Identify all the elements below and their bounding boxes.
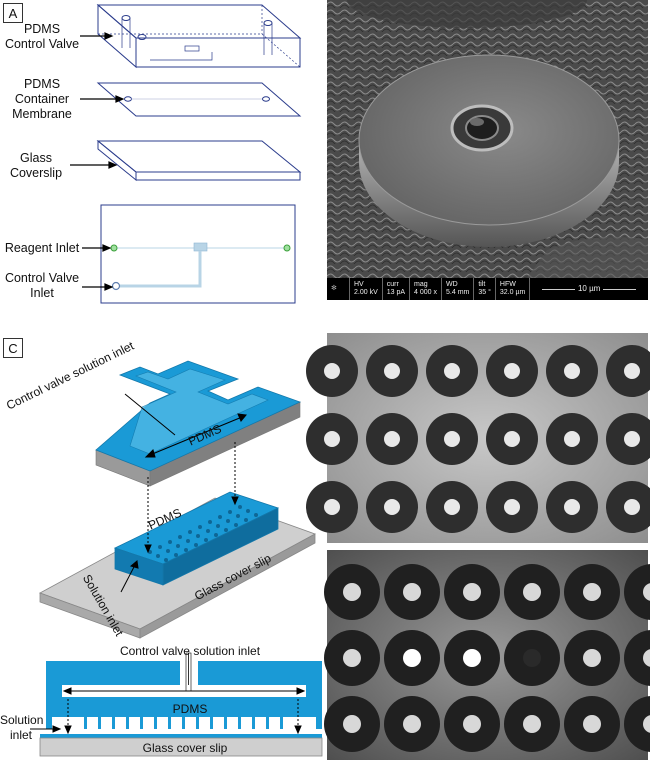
- ring-array-top: [306, 345, 650, 533]
- ring-well-core: [463, 583, 481, 601]
- label-cross-glass-cover-slip: Glass cover slip: [142, 741, 228, 755]
- coverslip-front: [135, 171, 301, 181]
- ring-well: [624, 564, 650, 620]
- sem-disc-sidewall: [359, 140, 619, 247]
- label-cross-control-valve-inlet: Control valve solution inlet: [119, 644, 261, 658]
- ring-well-core: [444, 499, 460, 515]
- ring-well-core: [463, 715, 481, 733]
- sem-scale-bar: 10 µm: [530, 278, 648, 300]
- sem-micrograph: [327, 0, 648, 278]
- label-pdms-control-valve: PDMS Control Valve: [4, 22, 80, 51]
- panel-c-cross-section: [30, 652, 323, 757]
- ring-well-core: [583, 649, 601, 667]
- ring-well-core: [384, 363, 400, 379]
- ring-well-core: [564, 363, 580, 379]
- chip-layout-box: [100, 204, 296, 304]
- ring-well-core: [384, 499, 400, 515]
- control-valve-side-face: [97, 3, 137, 69]
- panel-a-tag: A: [3, 3, 23, 23]
- pdms-t-layer: [95, 360, 302, 487]
- ring-well-core: [523, 715, 541, 733]
- microscopy-image-bottom: [324, 550, 650, 760]
- ring-well-core: [444, 363, 460, 379]
- coverslip-side: [97, 139, 137, 182]
- ring-well: [624, 630, 650, 686]
- ring-well-core: [403, 649, 421, 667]
- coverslip-top: [96, 140, 302, 173]
- ring-well-core: [624, 431, 640, 447]
- ring-well-core: [343, 715, 361, 733]
- ring-well-core: [504, 499, 520, 515]
- control-valve-top-face: [96, 4, 302, 39]
- ring-well-core: [463, 649, 481, 667]
- chip-layout-channels: [110, 242, 291, 291]
- ring-well-core: [324, 431, 340, 447]
- microscopy-image-top: [306, 333, 650, 543]
- ring-well-core: [643, 583, 650, 601]
- sem-logo-icon: ✻: [327, 278, 350, 300]
- ring-well-core: [624, 363, 640, 379]
- label-cross-pdms: PDMS: [172, 702, 208, 716]
- ring-well-core: [643, 715, 650, 733]
- ring-well-core: [583, 583, 601, 601]
- panel-c-3d-diagram: [39, 360, 316, 639]
- label-cross-solution-inlet: Solution inlet: [0, 713, 44, 742]
- label-pdms-container-membrane: PDMS Container Membrane: [12, 77, 72, 121]
- ring-well-core: [504, 431, 520, 447]
- reagent-inlet-port-left: [110, 244, 118, 252]
- ring-well-core: [403, 583, 421, 601]
- ring-well-core: [564, 431, 580, 447]
- ring-well-core: [384, 431, 400, 447]
- panel-a-diagram: [70, 3, 302, 304]
- ring-well-core: [324, 363, 340, 379]
- ring-well-core: [583, 715, 601, 733]
- ring-well-core: [643, 649, 650, 667]
- label-control-valve-inlet: Control Valve Inlet: [4, 271, 80, 300]
- micro-well-array: [148, 505, 258, 562]
- ring-well-core: [523, 649, 541, 667]
- panel-c-tag: C: [3, 338, 23, 358]
- ring-well-core: [444, 431, 460, 447]
- membrane-layer: [96, 82, 302, 117]
- ring-well-core: [343, 649, 361, 667]
- ring-well: [624, 696, 650, 752]
- ring-array-bottom: [324, 564, 650, 752]
- cross-glass-slip: [39, 737, 323, 757]
- cross-micropillars: [84, 717, 283, 729]
- control-valve-inlet-port: [111, 281, 121, 291]
- control-valve-front-face: [135, 37, 301, 68]
- ring-well-core: [523, 583, 541, 601]
- ring-well-core: [504, 363, 520, 379]
- label-glass-coverslip: Glass Coverslip: [9, 151, 63, 180]
- ring-well-core: [343, 583, 361, 601]
- label-reagent-inlet: Reagent Inlet: [4, 241, 80, 255]
- reagent-outlet-port-right: [283, 244, 291, 252]
- ring-well-core: [324, 499, 340, 515]
- panel-a-arrows: [70, 32, 125, 291]
- ring-well-core: [403, 715, 421, 733]
- ring-well-core: [564, 499, 580, 515]
- ring-well-core: [624, 499, 640, 515]
